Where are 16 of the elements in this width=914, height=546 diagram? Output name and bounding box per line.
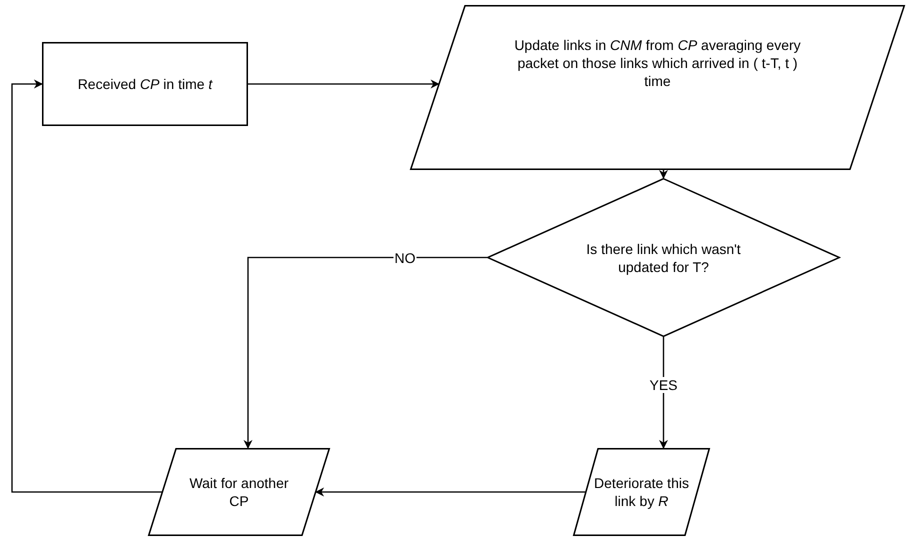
arrow [315,488,586,496]
data-parallelogram [148,448,330,536]
node-text: Deteriorate this link by R [594,474,689,510]
node-text: Wait for another CP [188,474,290,510]
arrow [11,80,162,493]
decision-diamond [487,178,840,337]
arrow [244,256,487,449]
node-text: Is there link which wasn't updated for T? [585,240,742,276]
process-box [42,42,248,126]
arrow [659,170,668,179]
edge-label: YES [648,377,678,393]
node-text: Received CP in time t [78,75,212,93]
data-parallelogram [410,5,905,170]
arrow [248,80,440,88]
data-parallelogram [573,448,710,536]
node-text: Update links in CNM from CP averaging every packet on those links which arrived in ( t-T, t ) time [513,36,802,90]
